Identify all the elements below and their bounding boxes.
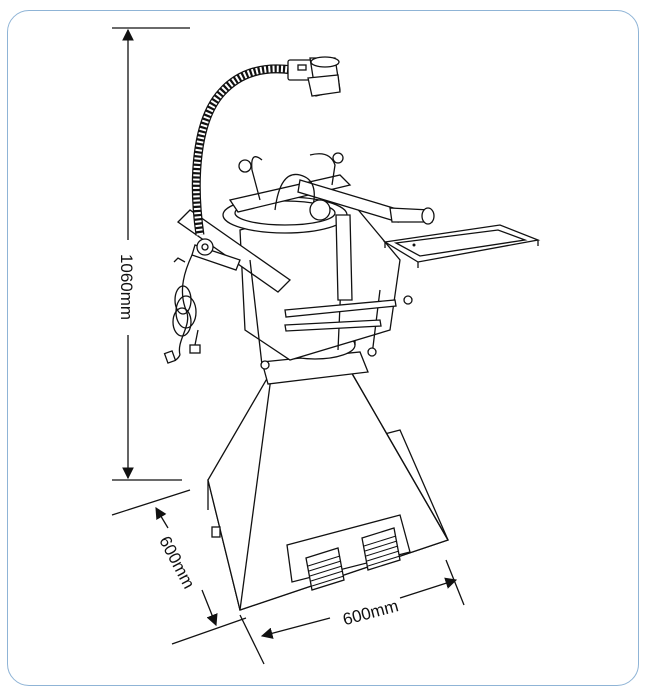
gooseneck-lamp: [191, 56, 341, 236]
height-label: 1060mm: [117, 254, 136, 320]
side-tray: [383, 224, 541, 268]
foot-pedals: [286, 514, 411, 591]
rounded-frame: [7, 10, 639, 686]
width-label: 600mm: [341, 596, 401, 629]
height-dimension: 1060mm: [112, 27, 190, 481]
depth-label: 600mm: [155, 533, 198, 592]
power-cord: [163, 254, 201, 364]
clamp-mechanism: [176, 152, 435, 370]
